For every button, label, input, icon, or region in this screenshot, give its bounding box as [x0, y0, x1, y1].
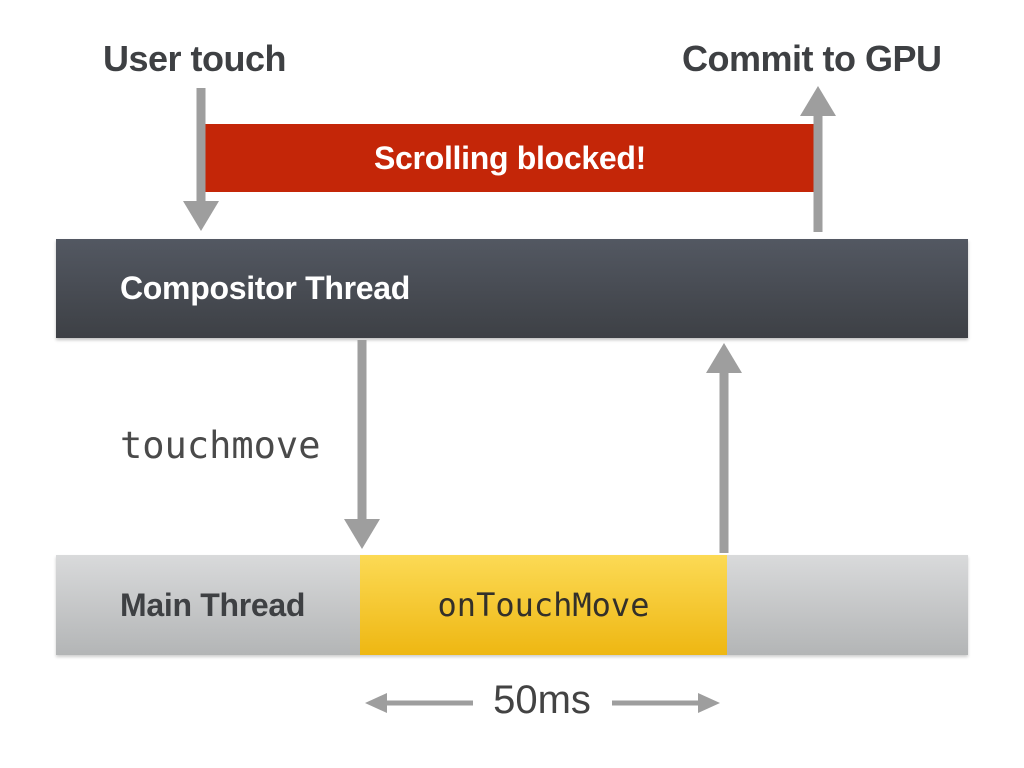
main-thread-label: Main Thread — [120, 586, 306, 623]
user-touch-label: User touch — [103, 38, 287, 79]
duration-left-arrow-icon — [365, 693, 473, 713]
main-to-compositor-up-arrow-icon — [706, 343, 742, 553]
scrolling-blocked-label: Scrolling blocked! — [374, 139, 646, 176]
ontouchmove-busy-block: onTouchMove — [360, 555, 727, 655]
compositor-thread-label: Compositor Thread — [120, 270, 411, 306]
user-touch-down-arrow-icon — [183, 88, 219, 231]
commit-to-gpu-up-arrow-icon — [800, 86, 836, 232]
compositor-thread-bar: Compositor Thread — [56, 239, 968, 338]
touchmove-event-label: touchmove — [120, 424, 321, 467]
commit-to-gpu-label: Commit to GPU — [682, 38, 942, 79]
duration-label: 50ms — [493, 678, 591, 722]
duration-right-arrow-icon — [612, 693, 720, 713]
scrolling-blocked-banner: Scrolling blocked! — [204, 124, 816, 192]
ontouchmove-handler-label: onTouchMove — [437, 586, 650, 624]
touchmove-down-arrow-icon — [344, 340, 380, 549]
